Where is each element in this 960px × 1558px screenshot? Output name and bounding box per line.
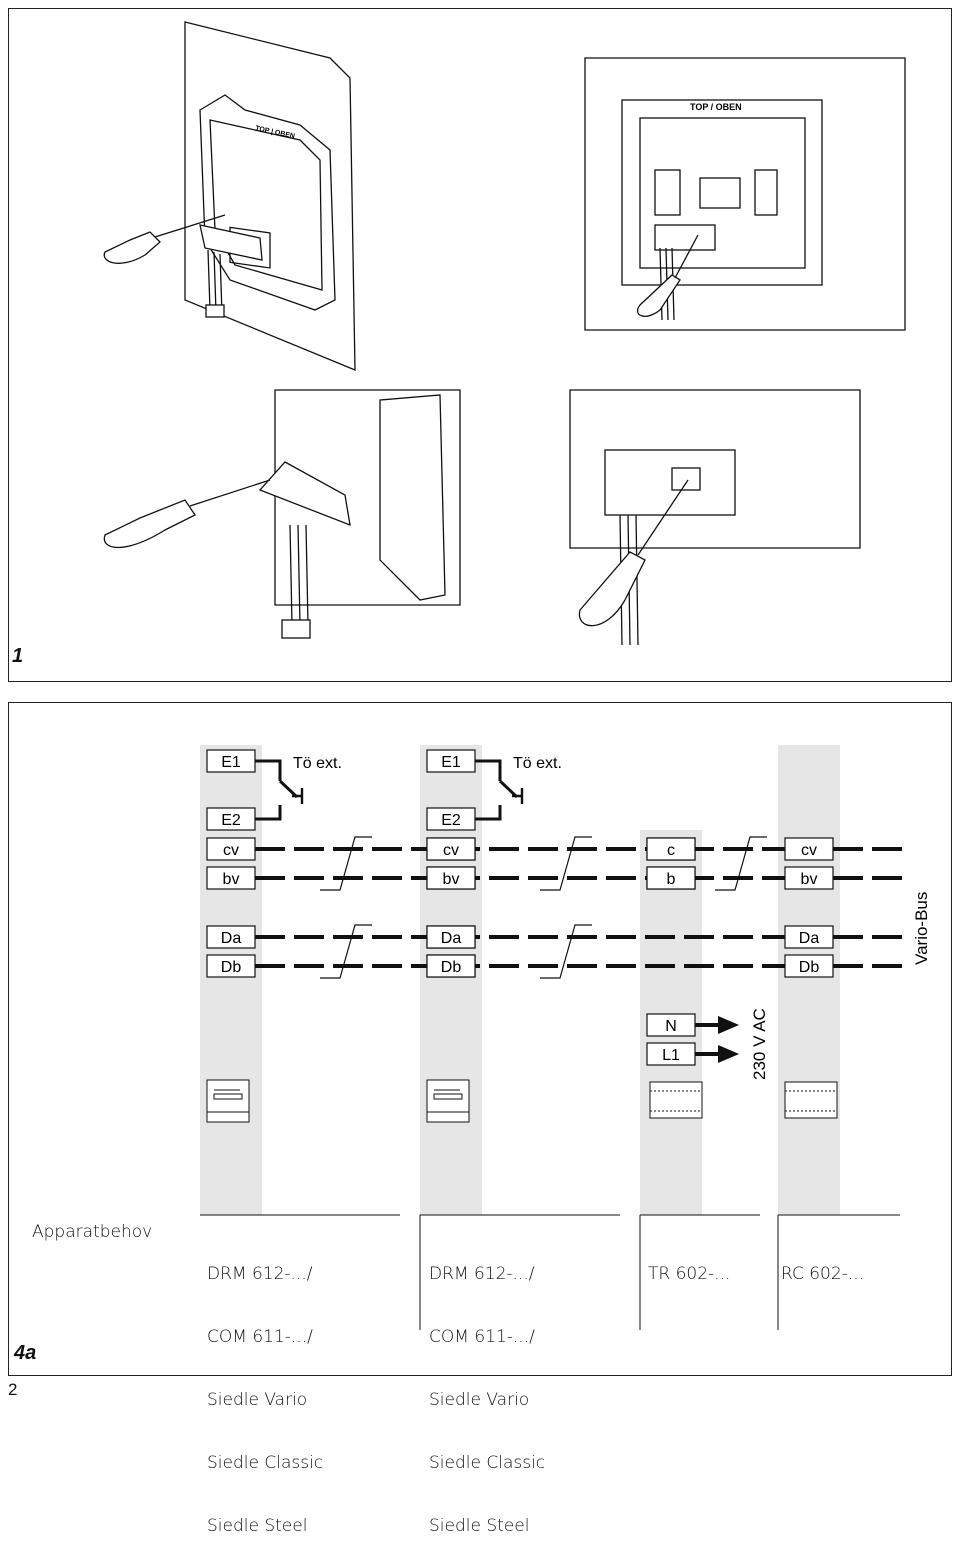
switch-label-2: Tö ext. — [513, 755, 562, 772]
device-icon-handset-2 — [426, 1079, 470, 1123]
terminal-db-2b: Db — [441, 959, 462, 976]
power-arrows — [695, 1015, 740, 1064]
terminal-e1-1: E1 — [221, 754, 241, 771]
device-list-col1: DRM 612-.../ COM 611-.../ Siedle Vario S… — [207, 1222, 323, 1558]
terminal-cv-2b: cv — [443, 842, 459, 859]
figure-1-illustration: TOP / OBEN TOP | OBEN — [103, 21, 906, 646]
device-item: Siedle Steel — [207, 1516, 308, 1536]
door-opener-switch-2 — [475, 759, 524, 821]
figure-4a-label: 4a — [14, 1342, 37, 1364]
terminal-e2-2: E2 — [441, 812, 461, 829]
screwdriver-d — [578, 551, 646, 627]
screwdriver-b — [636, 274, 681, 317]
terminal-bv-1: bv — [223, 871, 240, 888]
device-item: COM 611-.../ — [207, 1327, 313, 1347]
device-column-4 — [778, 745, 840, 1215]
device-list-col3: TR 602-... — [648, 1222, 730, 1306]
terminal-c-3b: c — [667, 842, 675, 859]
device-row-title: Apparatbehov — [32, 1222, 153, 1242]
device-icon-controller — [784, 1081, 838, 1119]
terminal-db-1: Db — [221, 959, 242, 976]
device-table-rules — [200, 1214, 900, 1330]
device-item: COM 611-.../ — [429, 1327, 535, 1347]
terminal-group-col1 — [206, 749, 256, 978]
terminal-b-3b: b — [667, 871, 676, 888]
device-item: TR 602-... — [648, 1264, 731, 1284]
page-number: 2 — [8, 1380, 18, 1399]
figure-1-label: 1 — [12, 645, 24, 667]
terminal-da-4: Da — [799, 930, 820, 947]
figure-4a-diagram: E1 E2 cv bv Da Db E1 E2 cv bv Da Db c b … — [200, 745, 931, 1330]
terminal-bv-2b: bv — [443, 871, 460, 888]
device-list-col2: DRM 612-.../ COM 611-.../ Siedle Vario S… — [429, 1222, 545, 1558]
power-label: 230 V AC — [750, 1008, 769, 1080]
terminal-n: N — [665, 1018, 677, 1035]
figure-4a-frame — [8, 702, 952, 1376]
terminal-cv-1: cv — [223, 842, 239, 859]
wire-break-marks — [320, 836, 767, 979]
device-item: DRM 612-.../ — [207, 1264, 313, 1284]
door-opener-switch-1 — [255, 759, 304, 821]
device-icon-handset-1 — [206, 1079, 250, 1123]
terminal-e1-2: E1 — [441, 754, 461, 771]
terminal-bv-4: bv — [801, 871, 818, 888]
device-list-col4: RC 602-... — [781, 1222, 864, 1306]
device-item: Siedle Steel — [429, 1516, 530, 1536]
device-item: Siedle Classic — [207, 1453, 324, 1473]
wall-panel-d — [569, 389, 861, 549]
switch-label-1: Tö ext. — [293, 755, 342, 772]
terminal-e2-1: E2 — [221, 812, 241, 829]
device-icon-transformer — [649, 1081, 703, 1119]
terminal-cv-4: cv — [801, 842, 817, 859]
top-oben-text: TOP / OBEN — [690, 102, 742, 112]
terminal-da-2b: Da — [441, 930, 462, 947]
device-item: RC 602-... — [781, 1264, 865, 1284]
terminal-db-4: Db — [799, 959, 820, 976]
figure-1-frame — [8, 8, 952, 682]
device-item: DRM 612-.../ — [429, 1264, 535, 1284]
bus-label: Vario-Bus — [912, 892, 931, 965]
terminal-l1: L1 — [662, 1047, 680, 1064]
screwdriver-c — [103, 499, 196, 549]
terminal-da-1: Da — [221, 930, 242, 947]
screwdriver-a — [103, 231, 161, 264]
device-item: Siedle Classic — [429, 1453, 546, 1473]
